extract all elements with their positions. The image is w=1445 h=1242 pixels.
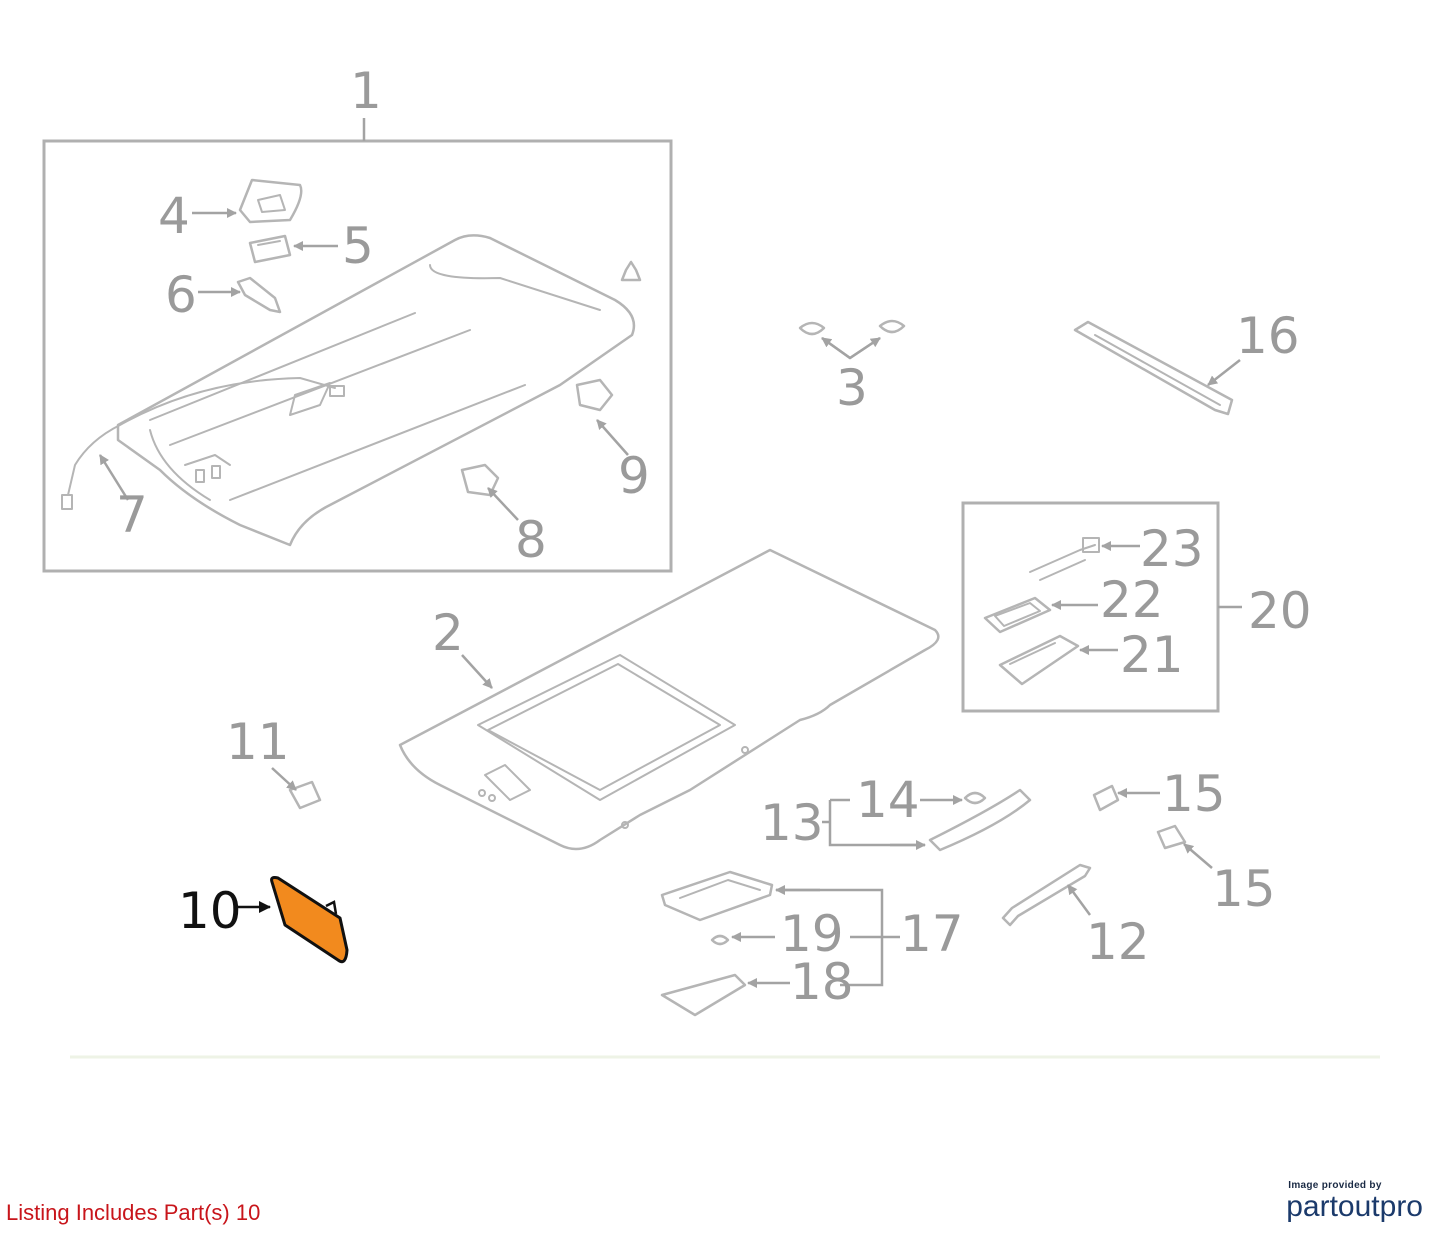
callout-15a: 15 xyxy=(1162,765,1226,823)
callout-1: 1 xyxy=(350,62,382,120)
part-5-drawing xyxy=(248,234,292,264)
callout-15b: 15 xyxy=(1212,860,1276,918)
callout-9: 9 xyxy=(618,447,650,505)
callout-20: 20 xyxy=(1248,582,1312,640)
part-23-drawing xyxy=(1029,537,1100,581)
part-13-drawing xyxy=(928,788,1032,852)
callout-17: 17 xyxy=(900,905,964,963)
callout-3: 3 xyxy=(836,359,868,417)
part-21-drawing xyxy=(998,634,1080,686)
headliner-assembly-drawing xyxy=(61,234,636,547)
callout-21: 21 xyxy=(1120,626,1184,684)
callout-2: 2 xyxy=(432,604,464,662)
part-14-drawing xyxy=(963,791,987,805)
part-8-drawing xyxy=(460,463,500,497)
callout-4: 4 xyxy=(158,187,190,245)
assembly-20-frame xyxy=(961,501,1242,713)
part-16-drawing xyxy=(1073,320,1234,416)
part-12-drawing xyxy=(1001,863,1092,927)
assembly-1-frame xyxy=(42,118,673,573)
callout-23: 23 xyxy=(1140,520,1204,578)
callout-18: 18 xyxy=(790,953,854,1011)
callout-16: 16 xyxy=(1236,307,1300,365)
clip-drawing xyxy=(620,260,642,282)
part-17-drawing xyxy=(660,870,774,922)
callout-11: 11 xyxy=(226,713,290,771)
callout-12: 12 xyxy=(1086,913,1150,971)
part-22-drawing xyxy=(983,596,1052,634)
image-credit: Image provided by partoutpro xyxy=(1286,1180,1423,1222)
part-19-drawing xyxy=(710,934,730,946)
part-15b-drawing xyxy=(1156,824,1187,850)
part-4-drawing xyxy=(238,178,303,224)
callout-5: 5 xyxy=(342,217,374,275)
callout-22: 22 xyxy=(1100,571,1164,629)
part-3-drawing xyxy=(798,319,906,360)
credit-caption: Image provided by xyxy=(1288,1180,1382,1191)
callout-14: 14 xyxy=(856,771,920,829)
part-2-drawing xyxy=(398,548,940,851)
callout-6: 6 xyxy=(165,266,197,324)
part-15a-drawing xyxy=(1092,784,1120,812)
part-6-drawing xyxy=(236,276,282,314)
callout-13: 13 xyxy=(760,794,824,852)
callout-8: 8 xyxy=(515,511,547,569)
part-9-drawing xyxy=(575,378,614,412)
partoutpro-logo: partoutpro xyxy=(1286,1190,1423,1223)
part-10-sun-visor-highlighted xyxy=(270,876,349,964)
callout-19: 19 xyxy=(780,905,844,963)
listing-note: Listing Includes Part(s) 10 xyxy=(6,1200,261,1225)
callout-10: 10 xyxy=(178,882,242,940)
part-11-drawing xyxy=(288,780,322,810)
part-18-drawing xyxy=(660,973,747,1017)
callout-7: 7 xyxy=(116,486,148,544)
